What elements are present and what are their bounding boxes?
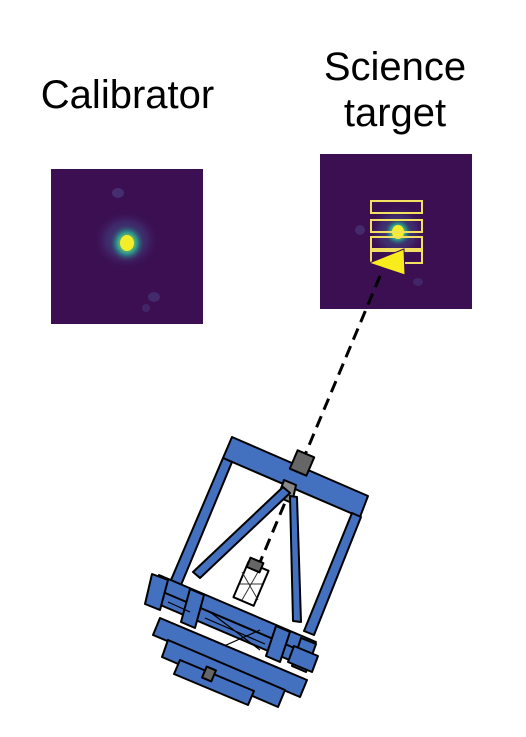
science-target-label: Science target bbox=[300, 44, 490, 136]
side-post-right bbox=[265, 625, 291, 663]
science-image bbox=[320, 154, 472, 309]
calibrator-label-text: Calibrator bbox=[40, 73, 215, 117]
truss-strut-diag-2 bbox=[289, 495, 302, 623]
slit-3 bbox=[370, 236, 423, 250]
truss-strut-right bbox=[303, 512, 362, 636]
calibrator-image bbox=[51, 169, 203, 324]
pointer-arrow bbox=[367, 248, 406, 276]
science-faint-blob-2 bbox=[413, 278, 423, 286]
science-faint-blob bbox=[355, 225, 365, 235]
side-post-left bbox=[144, 573, 169, 611]
calibrator-faint-blob-3 bbox=[142, 304, 150, 312]
calibrator-core bbox=[120, 235, 134, 251]
eyepiece bbox=[245, 556, 265, 574]
secondary-mirror bbox=[288, 449, 316, 477]
side-post-mid bbox=[180, 588, 205, 629]
calibrator-faint-blob-2 bbox=[148, 292, 160, 302]
slit-1 bbox=[370, 200, 423, 214]
truss-strut-diag-1 bbox=[192, 486, 291, 579]
lower-bracket-right bbox=[287, 645, 319, 673]
calibrator-faint-blob bbox=[112, 188, 124, 198]
science-label-line2: target bbox=[343, 91, 447, 135]
base-pivot bbox=[201, 665, 217, 683]
science-label-line1: Science bbox=[323, 45, 467, 89]
mirror-box-lower bbox=[152, 617, 308, 698]
slit-2 bbox=[370, 219, 423, 233]
calibrator-label: Calibrator bbox=[20, 72, 235, 118]
telescope-icon bbox=[144, 436, 369, 708]
line-of-sight bbox=[243, 275, 382, 599]
rocker-base bbox=[173, 659, 255, 706]
tube-lattice bbox=[240, 571, 262, 601]
